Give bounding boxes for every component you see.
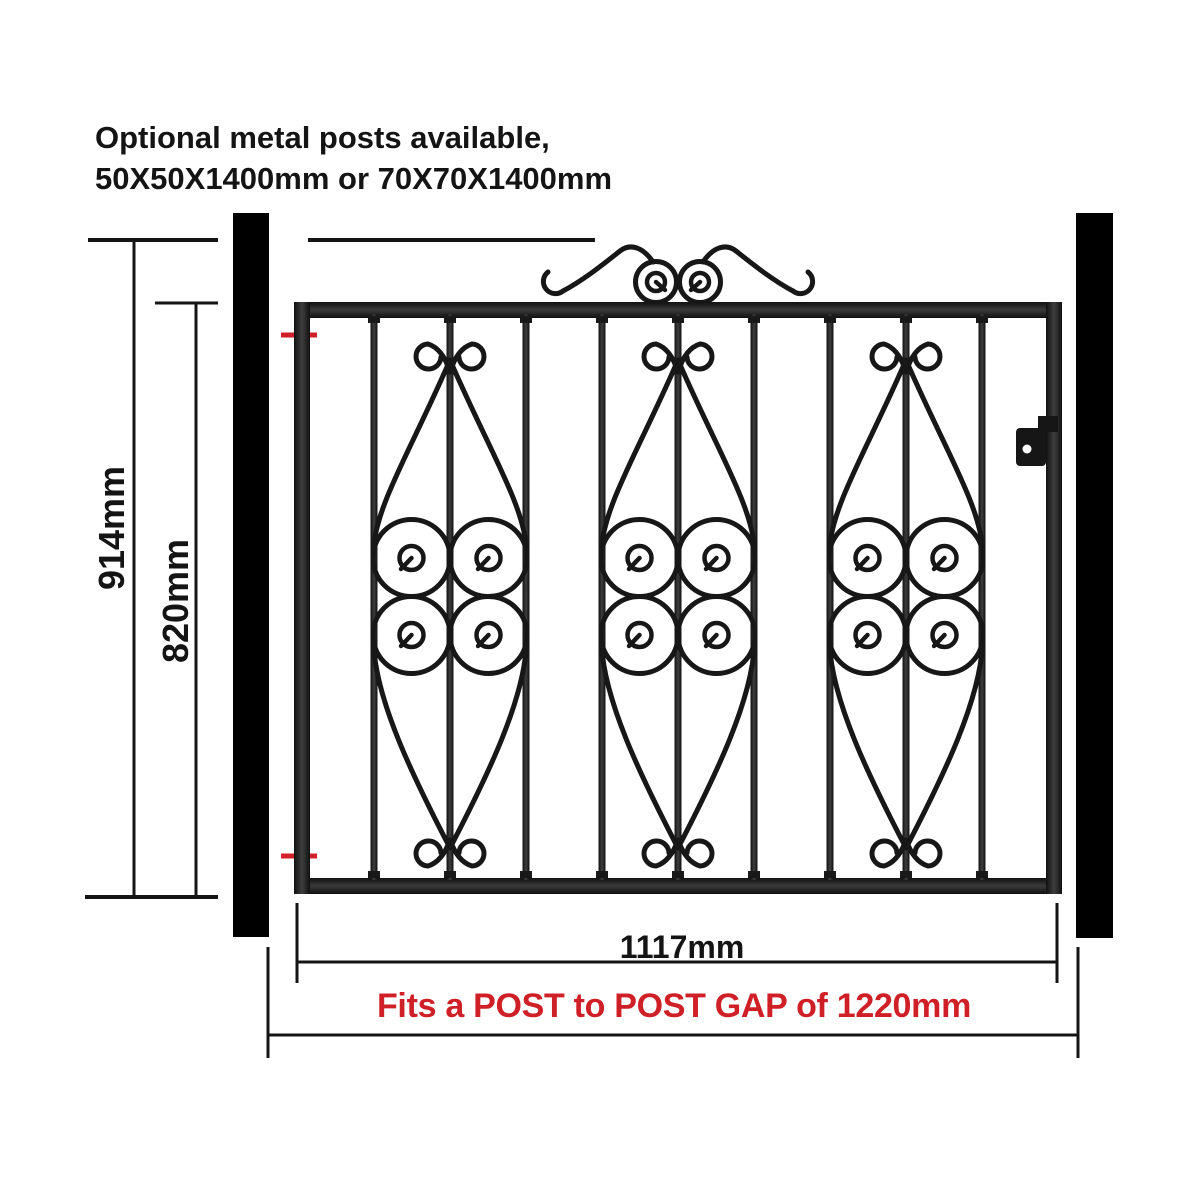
width-dimension-1117: [295, 903, 1059, 983]
right-post: [1076, 213, 1113, 938]
post-gap-caption: Fits a POST to POST GAP of 1220mm: [376, 987, 972, 1025]
gate-bars: [368, 314, 988, 880]
gate-width-label: 1117mm: [619, 929, 745, 965]
width-dimension-1220: [266, 947, 1080, 1058]
latch-icon: [1016, 416, 1058, 466]
title-line-1: Optional metal posts available,: [95, 120, 550, 155]
diagram-title: Optional metal posts available, 50X50X14…: [95, 117, 612, 199]
overall-height-label: 914mm: [91, 465, 132, 591]
height-dimension-820: [85, 301, 218, 899]
title-line-2: 50X50X1400mm or 70X70X1400mm: [95, 161, 613, 196]
frame-height-label: 820mm: [155, 538, 196, 664]
left-post: [233, 213, 269, 937]
top-scroll-ornament: [543, 247, 812, 303]
height-dimension-914: [88, 238, 595, 897]
gate-frame: [294, 302, 1062, 894]
